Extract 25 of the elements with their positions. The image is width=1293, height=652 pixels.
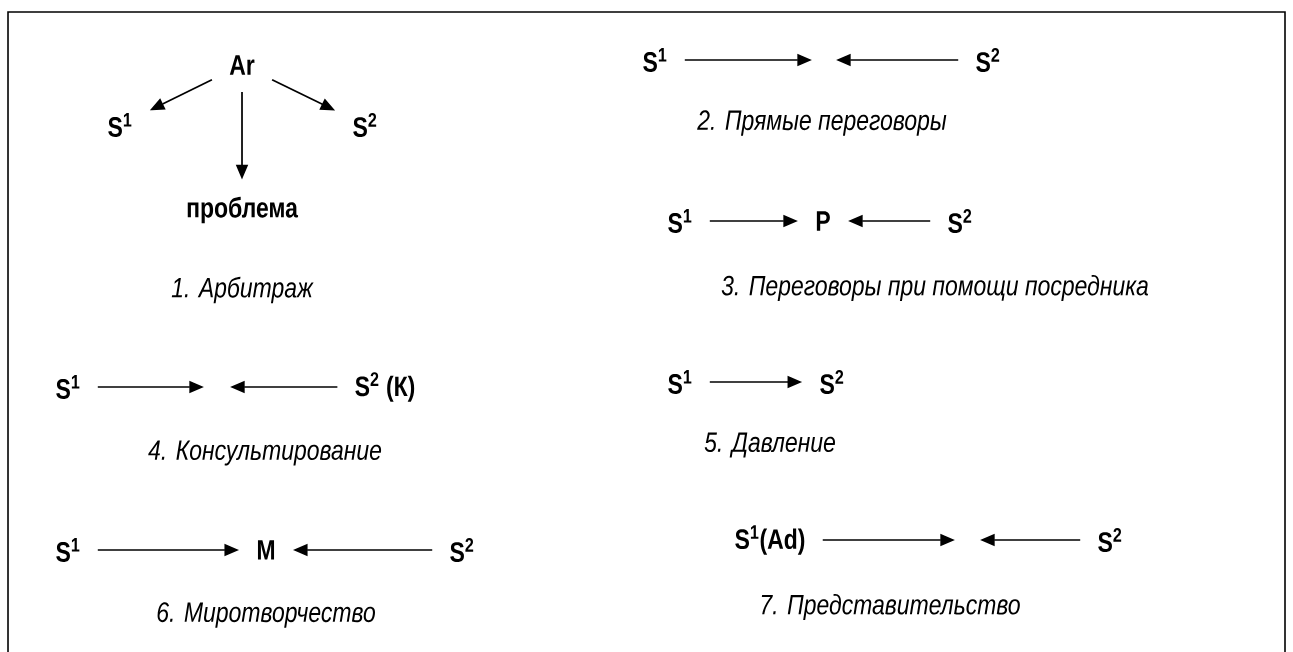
caption: 2. Прямые переговоры xyxy=(697,110,947,136)
caption: 3. Переговоры при помощи посредника xyxy=(721,274,1149,302)
node-label: S$^{2}$ xyxy=(976,48,1000,72)
node-label: S$^{2}$ xyxy=(1098,528,1122,552)
caption: 4. Консультирование xyxy=(148,440,382,466)
node-label: S$^{1}$ xyxy=(108,113,132,137)
node-label: S$^{1}$ xyxy=(56,538,80,562)
caption: 5. Давление xyxy=(704,432,835,458)
node-label: проблема xyxy=(187,196,299,224)
node-label: S$^{1}$ xyxy=(668,370,692,394)
node-label: S$^{1}$ xyxy=(56,375,80,399)
node-label: S$^{2}$ xyxy=(948,209,972,233)
node-label: Ar xyxy=(229,55,255,75)
caption: 1. Арбитраж xyxy=(171,276,314,304)
node-label: P xyxy=(816,211,830,231)
node-label: S$^{2}$ (К) xyxy=(355,372,415,402)
node-label: S$^{2}$ xyxy=(450,538,474,562)
caption: 7. Представительство xyxy=(761,593,1020,621)
node-label: S$^{2}$ xyxy=(353,113,377,137)
caption: 6. Миротворчество xyxy=(157,602,375,628)
node-label: M xyxy=(257,540,275,560)
node-label: S$^{1}$(Ad) xyxy=(735,525,805,555)
node-label: S$^{1}$ xyxy=(668,209,692,233)
node-label: S$^{2}$ xyxy=(820,370,844,394)
node-label: S$^{1}$ xyxy=(643,48,667,72)
